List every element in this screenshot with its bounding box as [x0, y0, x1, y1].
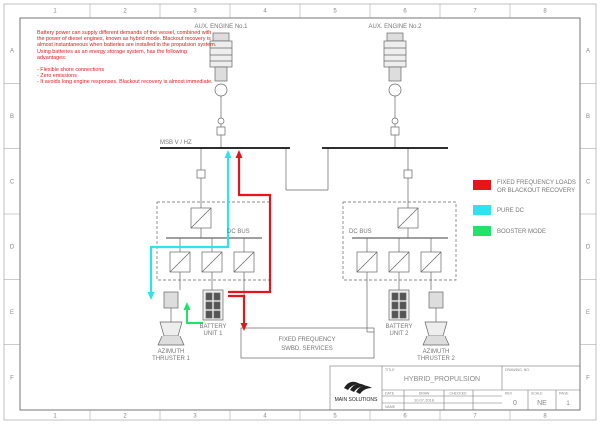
legend-label-cyan: PURE DC	[497, 208, 525, 214]
grid-row-label: B	[586, 114, 590, 120]
grid-row-label: C	[586, 179, 591, 185]
checked-caption: CHECKED	[449, 392, 467, 396]
grid-column-label: 6	[403, 9, 407, 15]
grid-row-label: C	[10, 179, 15, 185]
legend-swatch-cyan	[473, 205, 491, 215]
legend-label-red-line-2: OR BLACKOUT RECOVERY	[497, 188, 575, 194]
grid-row-label: E	[10, 310, 14, 316]
grid-column-label: 2	[123, 9, 127, 15]
drawing-title: HYBRID_PROPULSION	[404, 376, 480, 383]
legend: FIXED FREQUENCY LOADS OR BLACKOUT RECOVE…	[473, 180, 576, 236]
grid-row-label: F	[10, 375, 14, 381]
msb-label: MSB V / HZ	[160, 140, 192, 146]
grid-column-label: 5	[333, 414, 337, 420]
grid-column-label: 2	[123, 414, 127, 420]
grid-row-label: D	[10, 245, 15, 251]
date-value: 10.07.2018	[414, 398, 435, 403]
date-caption: DATE	[385, 392, 395, 396]
thruster-1-label-line-1: AZIMUTH	[158, 349, 185, 355]
battery-2-label-line-2: UNIT 2	[390, 331, 410, 337]
grid-column-label: 3	[193, 414, 197, 420]
grid-marks	[4, 4, 596, 420]
grid-row-label: B	[10, 114, 14, 120]
grid-row-label: F	[586, 375, 590, 381]
drawn-caption: DRAW	[419, 392, 430, 396]
loads-label-line-1: FIXED FREQUENCY	[278, 337, 335, 343]
grid-column-label: 4	[263, 414, 267, 420]
name-caption: NAME	[385, 405, 396, 409]
loads-label-line-2: SWBD. SERVICES	[281, 346, 333, 352]
dc-bus-1-label: DC BUS	[227, 229, 250, 235]
info-note: Battery power can supply different deman…	[37, 30, 217, 86]
grid-column-label: 4	[263, 9, 267, 15]
thruster-2-label-line-1: AZIMUTH	[423, 349, 450, 355]
info-note-bullet: - Flexible shore connections	[37, 67, 105, 74]
red-flow-path-load	[228, 294, 246, 324]
cyan-arrow-down	[147, 292, 155, 300]
grid-row-label: D	[586, 245, 591, 251]
grid-column-label: 7	[473, 9, 477, 15]
info-note-intro: Battery power can supply different deman…	[37, 30, 217, 61]
battery-2-label-line-1: BATTERY	[385, 324, 412, 330]
aux-engine-1-label: AUX. ENGINE No.1	[194, 24, 248, 30]
thruster-2-label-line-2: THRUSTER 2	[417, 356, 455, 362]
grid-column-label: 1	[53, 9, 57, 15]
legend-swatch-red	[473, 180, 491, 190]
rev-caption: REV	[505, 392, 513, 396]
title-block: MAIN SOLUTIONS TITLE HYBRID_PROPULSION D…	[329, 365, 581, 411]
red-flow-path	[228, 156, 272, 294]
rev-value: 0	[513, 400, 517, 407]
grid-column-label: 8	[543, 9, 547, 15]
battery-1-label-line-2: UNIT 1	[204, 331, 224, 337]
legend-swatch-green	[473, 226, 491, 236]
scale-value: NE	[537, 400, 547, 407]
grid-row-label: A	[10, 49, 14, 55]
grid-column-label: 7	[473, 414, 477, 420]
grid-column-label: 6	[403, 414, 407, 420]
cyan-flow-path	[149, 156, 230, 294]
grid-row-label: A	[586, 49, 590, 55]
dc-bus-2-label: DC BUS	[349, 229, 372, 235]
red-arrow-up	[235, 150, 243, 158]
aux-engine-2-label: AUX. ENGINE No.2	[368, 24, 422, 30]
battery-1-label-line-1: BATTERY	[199, 324, 226, 330]
red-arrow-down	[240, 323, 248, 331]
scale-caption: SCALE	[531, 392, 543, 396]
component-labels: AUX. ENGINE No.1 AUX. ENGINE No.2 MSB V …	[152, 24, 455, 362]
thruster-1-label-line-2: THRUSTER 1	[152, 356, 190, 362]
grid-column-label: 3	[193, 9, 197, 15]
info-note-bullet: - Zero emissions	[37, 73, 77, 80]
drawing-no-caption: DRAWING. NO.	[505, 368, 530, 372]
grid-column-label: 1	[53, 414, 57, 420]
page-caption: PAGE	[559, 392, 569, 396]
logo-mark	[344, 381, 372, 394]
cyan-arrow-up	[224, 150, 232, 158]
green-flow-path	[186, 309, 203, 324]
info-note-bullet: - It avoids long engine responses. Black…	[37, 79, 213, 86]
title-caption: TITLE	[385, 368, 395, 372]
grid-column-label: 5	[333, 9, 337, 15]
legend-label-red-line-1: FIXED FREQUENCY LOADS	[497, 180, 576, 186]
green-arrow-up	[183, 302, 191, 310]
schematic-lines	[156, 32, 457, 359]
legend-label-green: BOOSTER MODE	[497, 229, 546, 235]
page-value: 1	[566, 401, 570, 407]
grid-column-label: 8	[543, 414, 547, 420]
logo-text: MAIN SOLUTIONS	[335, 397, 378, 403]
grid-row-label: E	[586, 310, 590, 316]
